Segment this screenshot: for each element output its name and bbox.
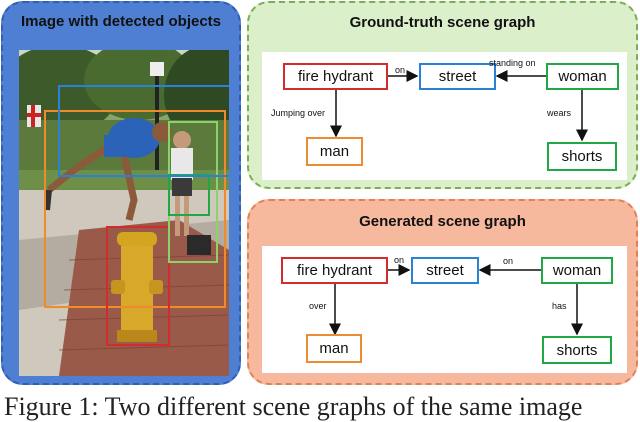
man-detection-box (44, 110, 226, 308)
photo-illustration (19, 50, 229, 376)
gen-edge-has: has (552, 301, 567, 311)
gt-edge-jumping-over: Jumping over (271, 108, 326, 118)
image-panel: Image with detected objects (1, 1, 241, 385)
ground-truth-title: Ground-truth scene graph (349, 14, 536, 31)
gen-node-shorts: shorts (542, 336, 612, 364)
gen-node-fire-hydrant: fire hydrant (281, 257, 388, 284)
street-detection-box (58, 85, 229, 177)
gen-edge-on-right: on (503, 256, 514, 266)
fire-hydrant-detection-box (106, 226, 170, 346)
gen-edge-over: over (309, 301, 327, 311)
generated-panel: Generated scene graph fire hydrant stree… (247, 199, 638, 385)
gen-node-woman: woman (541, 257, 613, 284)
gt-node-shorts: shorts (547, 142, 617, 171)
gen-edge-on-left: on (394, 255, 405, 265)
image-panel-title: Image with detected objects (20, 13, 222, 30)
gt-node-man: man (306, 137, 363, 166)
gt-edge-standing-on: standing on (489, 58, 536, 68)
gen-node-man: man (306, 334, 362, 363)
gt-edge-on: on (395, 65, 406, 75)
figure-caption: Figure 1: Two different scene graphs of … (4, 392, 583, 421)
ground-truth-panel: Ground-truth scene graph fire hydrant st… (247, 1, 638, 189)
gt-node-woman: woman (546, 63, 619, 90)
ground-truth-edges (330, 70, 588, 142)
generated-title: Generated scene graph (359, 213, 526, 230)
generated-edges (329, 264, 583, 336)
detected-objects-photo (19, 50, 229, 376)
gt-node-street: street (419, 63, 496, 90)
gen-node-street: street (411, 257, 479, 284)
gt-edge-wears: wears (547, 108, 572, 118)
gt-node-fire-hydrant: fire hydrant (283, 63, 388, 90)
